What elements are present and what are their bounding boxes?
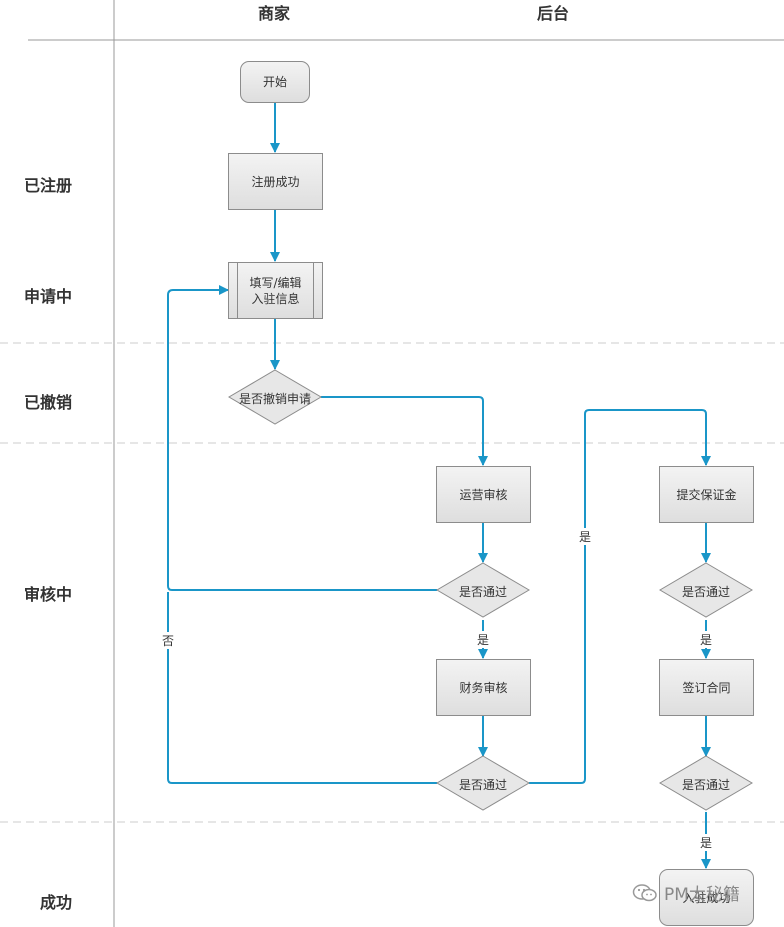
decision-pass4-label: 是否通过 (681, 778, 730, 792)
edge-pass2-to-deposit (529, 409, 711, 784)
decision-revoke-label: 是否撤销申请 (238, 392, 311, 406)
node-submit-deposit: 提交保证金 (659, 466, 754, 523)
decision-pass2 (436, 755, 530, 811)
node-register-success: 注册成功 (228, 153, 323, 210)
decision-pass4 (659, 755, 753, 811)
stage-label-registered: 已注册 (24, 176, 73, 195)
edge-pass1-reject-loop (167, 285, 437, 591)
edge-pass2-reject-loop (167, 592, 437, 784)
decision-pass1-label: 是否通过 (458, 585, 507, 599)
lane-header-backend: 后台 (537, 4, 570, 23)
edge-label-yes-pass3: 是 (699, 631, 714, 648)
node-ops-review: 运营审核 (436, 466, 531, 523)
node-fill-edit-info: 填写/编辑 入驻信息 (228, 262, 323, 319)
decision-pass3-label: 是否通过 (681, 585, 730, 599)
stage-label-reviewing: 审核中 (24, 585, 73, 604)
node-fill-edit-line2: 入驻信息 (251, 291, 300, 306)
node-finance-review: 财务审核 (436, 659, 531, 716)
node-success: 入驻成功 (659, 869, 754, 926)
edge-revoke-to-ops (321, 396, 488, 466)
lane-header-merchant: 商家 (258, 4, 291, 23)
edge-label-yes-pass4: 是 (699, 834, 714, 851)
edge-label-no: 否 (161, 632, 176, 649)
subprocess-bar-right (313, 263, 314, 318)
stage-label-revoked: 已撤销 (24, 393, 73, 412)
stage-label-success: 成功 (40, 893, 73, 912)
node-start: 开始 (240, 61, 310, 103)
decision-pass2-label: 是否通过 (458, 778, 507, 792)
node-fill-edit-line1: 填写/编辑 (249, 275, 302, 290)
watermark-text: PM大秘籍 (664, 885, 740, 905)
decision-revoke (228, 369, 322, 425)
wechat-icon (632, 883, 657, 901)
edge-label-yes-pass1: 是 (476, 631, 491, 648)
watermark: PM大秘籍 (632, 880, 740, 905)
stage-label-applying: 申请中 (24, 287, 73, 306)
subprocess-bar-left (237, 263, 238, 318)
edge-label-yes-pass2: 是 (578, 528, 593, 545)
node-sign-contract: 签订合同 (659, 659, 754, 716)
decision-pass3 (659, 562, 753, 618)
decision-pass1 (436, 562, 530, 618)
